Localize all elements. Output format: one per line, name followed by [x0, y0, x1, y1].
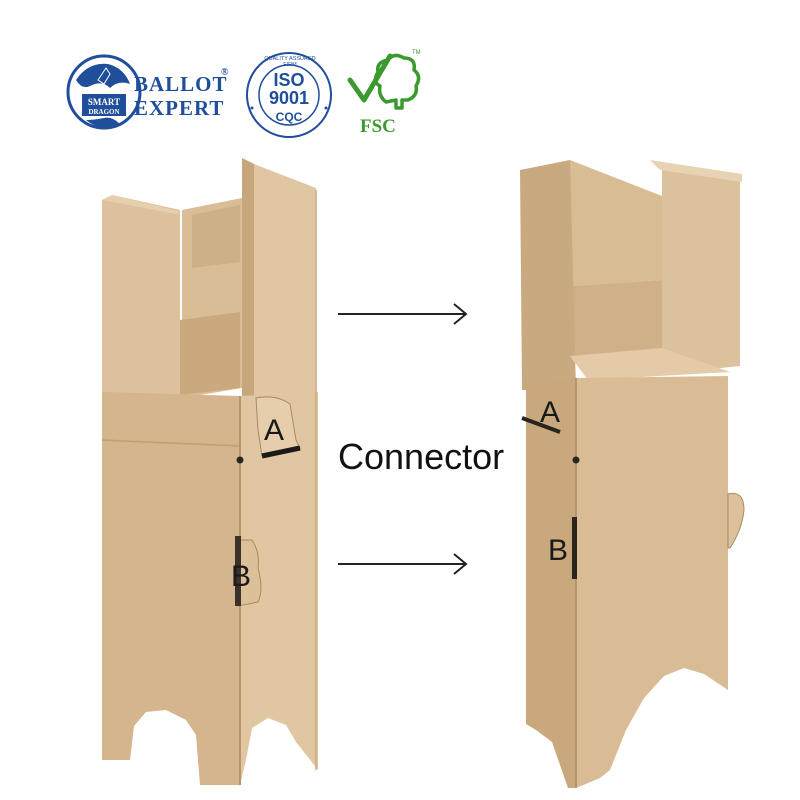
left-label-b: B — [231, 560, 252, 593]
globe-dragon-icon — [66, 54, 142, 130]
arrow-a-icon — [338, 303, 468, 325]
connector-caption: Connector — [338, 436, 505, 477]
arrow-b-icon — [338, 553, 468, 575]
iso-number-text: 9001 — [268, 88, 310, 108]
fsc-tm-text: TM — [412, 50, 421, 56]
expert-text: EXPERT — [134, 96, 225, 120]
right-label-b: B — [548, 534, 569, 567]
ballot-text: BALLOT — [134, 72, 228, 96]
iso-ring-text: QUALITY ASSURED FIRM — [264, 56, 316, 68]
iso-seal-icon — [246, 52, 332, 138]
badge-top-text: SMART — [87, 97, 121, 107]
badge-bottom-text: DRAGON — [88, 108, 120, 116]
right-label-a: A — [540, 396, 561, 429]
ballot-expert-logo: SMART DRAGON BALLOT ® EXPERT — [64, 50, 234, 140]
cqc-text: CQC — [275, 110, 303, 124]
registered-mark: ® — [221, 67, 229, 78]
fsc-text: FSC — [360, 116, 396, 137]
fsc-logo: TM FSC — [346, 50, 426, 140]
fsc-tree-check-icon — [347, 53, 421, 110]
right-voting-booth — [520, 160, 745, 788]
left-voting-booth — [101, 158, 318, 785]
iso-top-text: ISO — [273, 70, 305, 90]
iso-9001-logo: QUALITY ASSURED FIRM ISO 9001 CQC — [244, 50, 334, 140]
left-label-a: A — [264, 414, 285, 447]
